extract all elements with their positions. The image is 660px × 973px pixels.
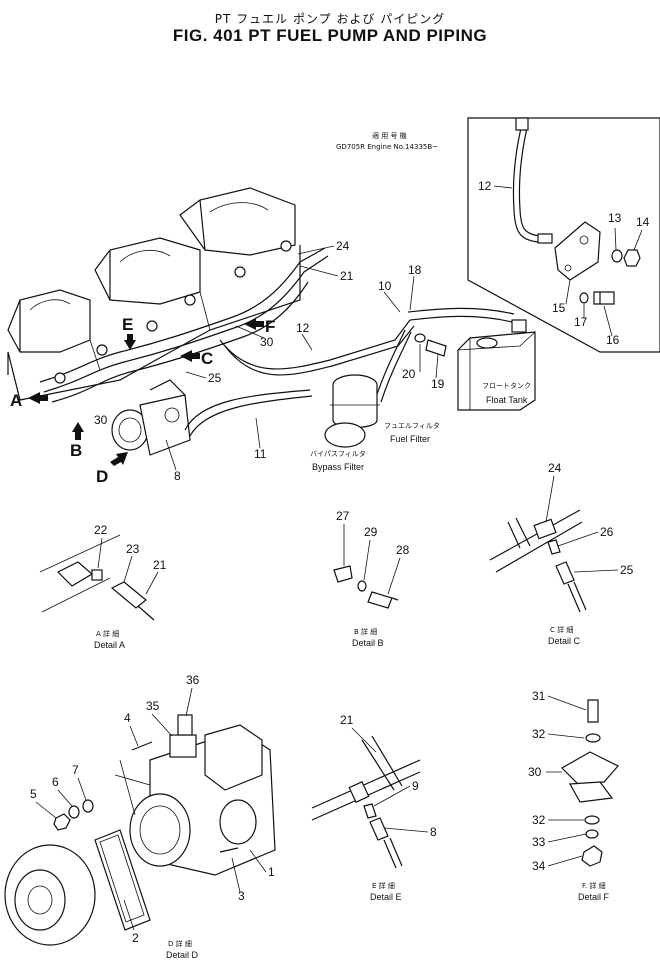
part-number-21-detail-a: 21	[153, 558, 167, 572]
svg-text:B: B	[70, 441, 82, 460]
part-number-16: 16	[606, 333, 620, 347]
part-number-24: 24	[336, 239, 350, 253]
view-arrow-d: D	[96, 452, 128, 486]
fuel-filter	[324, 374, 380, 448]
part-number-31: 31	[532, 689, 546, 703]
view-arrow-a: A	[10, 391, 48, 410]
part-number-8: 8	[174, 469, 181, 483]
part-number-30-detail-f: 30	[528, 765, 542, 779]
part-number-2: 2	[132, 931, 139, 945]
detail-d-drawing: 36 35 4 5 6 7 1 3 2	[4, 673, 276, 946]
bypass-filter-label: Bypass Filter	[312, 462, 364, 472]
injector-fuel-lines	[39, 240, 329, 403]
part-number-26: 26	[600, 525, 614, 539]
detail-f-drawing: 31 32 30 32 33 34	[528, 689, 619, 873]
part-number-13: 13	[608, 211, 622, 225]
part-number-25: 25	[208, 371, 222, 385]
part-number-29: 29	[364, 525, 378, 539]
part-number-27: 27	[336, 509, 350, 523]
part-number-21: 21	[340, 269, 354, 283]
detail-e-japanese-label: E 詳 細	[372, 881, 395, 890]
float-tank	[457, 319, 536, 411]
part-number-18: 18	[408, 263, 422, 277]
part-number-7: 7	[72, 763, 79, 777]
part-number-10: 10	[378, 279, 392, 293]
view-arrow-c: C	[180, 349, 213, 368]
engine-cylinder-heads	[7, 187, 301, 401]
detail-e-drawing: 21 9 8	[311, 713, 437, 869]
detail-a-drawing: 22 23 21	[39, 523, 167, 621]
part-number-28: 28	[396, 543, 410, 557]
inset-detail: 適 用 号 機 GD705R Engine No.14335B~ 12 13 1…	[336, 117, 660, 353]
fuel-return-pipes	[184, 307, 515, 437]
part-number-5: 5	[30, 787, 37, 801]
view-arrow-e: E	[122, 315, 136, 350]
part-number-12-inset: 12	[478, 179, 492, 193]
part-number-3: 3	[238, 889, 245, 903]
part-number-4: 4	[124, 711, 131, 725]
part-number-12: 12	[296, 321, 310, 335]
part-number-6: 6	[52, 775, 59, 789]
part-number-9: 9	[412, 779, 419, 793]
part-number-32-lower: 32	[532, 813, 546, 827]
part-number-15: 15	[552, 301, 566, 315]
bypass-filter-japanese-label: バイパスフィルタ	[310, 449, 366, 458]
part-number-22: 22	[94, 523, 108, 537]
detail-f-japanese-label: F. 詳 細	[582, 881, 606, 890]
detail-e-label: Detail E	[370, 892, 402, 902]
part-number-24-detail-c: 24	[548, 461, 562, 475]
part-number-1: 1	[268, 865, 275, 879]
part-number-20: 20	[402, 367, 416, 381]
detail-d-japanese-label: D 詳 細	[168, 939, 192, 948]
part-number-21-detail-e: 21	[340, 713, 354, 727]
part-number-17: 17	[574, 315, 588, 329]
detail-b-japanese-label: B 詳 細	[354, 627, 377, 636]
part-number-32: 32	[532, 727, 546, 741]
part-number-34: 34	[532, 859, 546, 873]
detail-b-label: Detail B	[352, 638, 384, 648]
figure-title: FIG. 401 PT FUEL PUMP AND PIPING	[172, 26, 488, 45]
part-number-19: 19	[431, 377, 445, 391]
float-tank-japanese-label: フロートタンク	[482, 381, 531, 390]
detail-c-japanese-label: C 詳 細	[550, 625, 573, 634]
part-number-36: 36	[186, 673, 200, 687]
view-arrow-f: F	[244, 317, 275, 336]
svg-text:F: F	[265, 317, 275, 336]
part-number-14: 14	[636, 215, 650, 229]
part-number-35: 35	[146, 699, 160, 713]
part-number-30-left: 30	[94, 413, 108, 427]
fuel-pump-main	[111, 379, 191, 456]
detail-a-japanese-label: A 詳 細	[96, 629, 119, 638]
part-number-33: 33	[532, 835, 546, 849]
float-tank-label: Float Tank	[486, 395, 528, 405]
part-number-30: 30	[260, 335, 274, 349]
bracket-bolt-19-20	[414, 333, 447, 357]
detail-a-label: Detail A	[94, 640, 125, 650]
detail-c-label: Detail C	[548, 636, 581, 646]
svg-text:C: C	[201, 349, 213, 368]
detail-c-drawing: 24 26 25	[489, 461, 634, 613]
inset-applicable-label: 適 用 号 機	[372, 131, 407, 140]
inset-engine-number: GD705R Engine No.14335B~	[336, 143, 438, 151]
part-number-11: 11	[254, 447, 267, 461]
figure-title-japanese: PT フュエル ポンプ および パイピング	[214, 12, 446, 26]
detail-d-label: Detail D	[166, 950, 199, 960]
view-arrow-b: B	[70, 422, 84, 460]
part-number-25-detail-c: 25	[620, 563, 634, 577]
detail-f-label: Detail F	[578, 892, 610, 902]
svg-text:D: D	[96, 467, 108, 486]
part-number-8-detail-e: 8	[430, 825, 437, 839]
svg-text:E: E	[122, 315, 133, 334]
fuel-filter-label: Fuel Filter	[390, 434, 430, 444]
svg-text:A: A	[10, 391, 22, 410]
fuel-filter-japanese-label: フュエルフィルタ	[384, 421, 440, 430]
part-number-23: 23	[126, 542, 140, 556]
detail-b-drawing: 27 29 28	[333, 509, 410, 609]
